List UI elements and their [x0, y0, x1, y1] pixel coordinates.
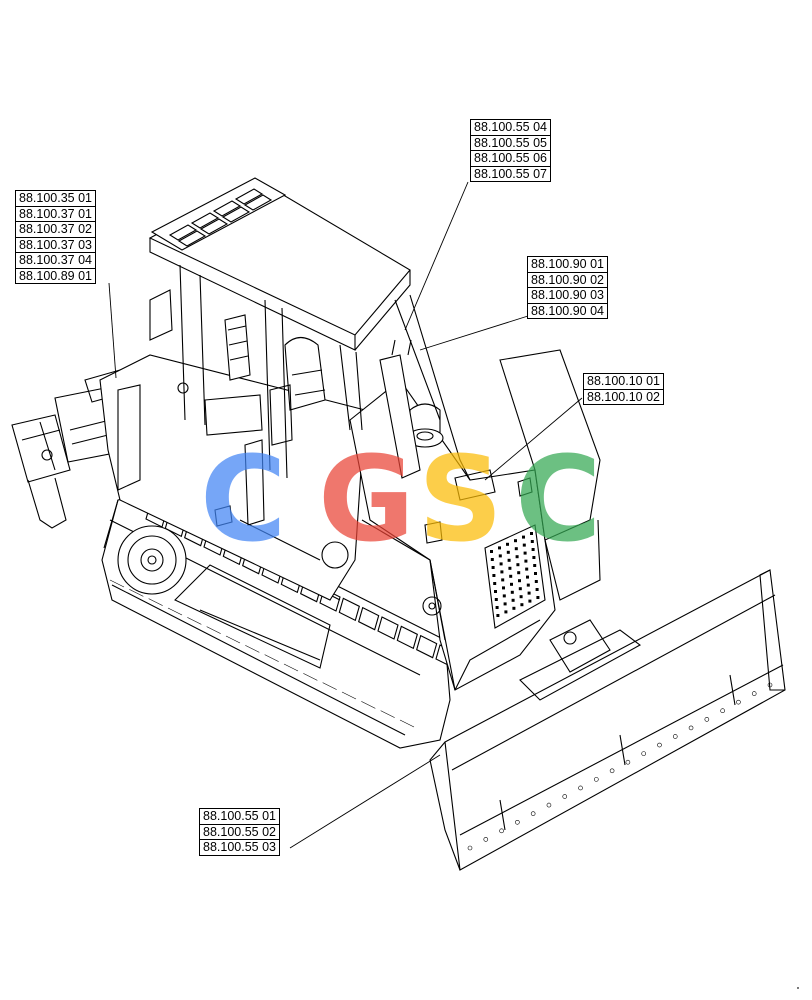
part-ref[interactable]: 88.100.35 01: [16, 191, 95, 207]
watermark-letter-2: G: [318, 430, 415, 568]
part-ref[interactable]: 88.100.10 02: [587, 389, 660, 404]
part-ref[interactable]: 88.100.55 01: [200, 809, 279, 825]
part-ref[interactable]: 88.100.37 02: [16, 222, 95, 238]
part-ref[interactable]: 88.100.37 03: [16, 238, 95, 253]
callout-left-group: 88.100.35 01 88.100.37 01 88.100.37 02 8…: [15, 190, 96, 284]
leader-lines: [108, 181, 583, 849]
operator-cab: [148, 177, 471, 561]
part-ref[interactable]: 88.100.89 01: [19, 268, 92, 283]
part-ref[interactable]: 88.100.90 03: [528, 288, 607, 304]
part-ref[interactable]: 88.100.37 01: [16, 207, 95, 222]
callout-right-mid-group: 88.100.10 01 88.100.10 02: [583, 373, 664, 405]
callout-right-upper-group: 88.100.90 01 88.100.90 02 88.100.90 03 8…: [527, 256, 608, 319]
part-ref[interactable]: 88.100.90 01: [528, 257, 607, 273]
dozer-blade: [429, 569, 786, 871]
machine-body: [99, 339, 601, 691]
callout-top-group: 88.100.55 04 88.100.55 05 88.100.55 06 8…: [470, 119, 551, 182]
part-ref[interactable]: 88.100.90 04: [531, 303, 604, 318]
part-ref[interactable]: 88.100.37 04: [16, 253, 95, 269]
part-ref[interactable]: 88.100.55 05: [471, 136, 550, 151]
callout-bottom-group: 88.100.55 01 88.100.55 02 88.100.55 03: [199, 808, 280, 856]
part-ref[interactable]: 88.100.55 04: [471, 120, 550, 136]
part-ref[interactable]: 88.100.55 06: [471, 151, 550, 167]
part-ref[interactable]: 88.100.10 01: [584, 374, 663, 390]
part-ref[interactable]: 88.100.90 02: [528, 273, 607, 288]
watermark-letter-4: C: [515, 430, 602, 568]
part-ref[interactable]: 88.100.55 03: [203, 840, 276, 854]
left-track: [101, 491, 457, 749]
part-ref[interactable]: 88.100.55 07: [474, 166, 547, 181]
part-ref[interactable]: 88.100.55 02: [200, 825, 279, 840]
watermark-letter-3: S: [418, 430, 503, 568]
watermark-letter-1: C: [200, 430, 287, 568]
cgsc-watermark: C G S C: [200, 430, 602, 568]
